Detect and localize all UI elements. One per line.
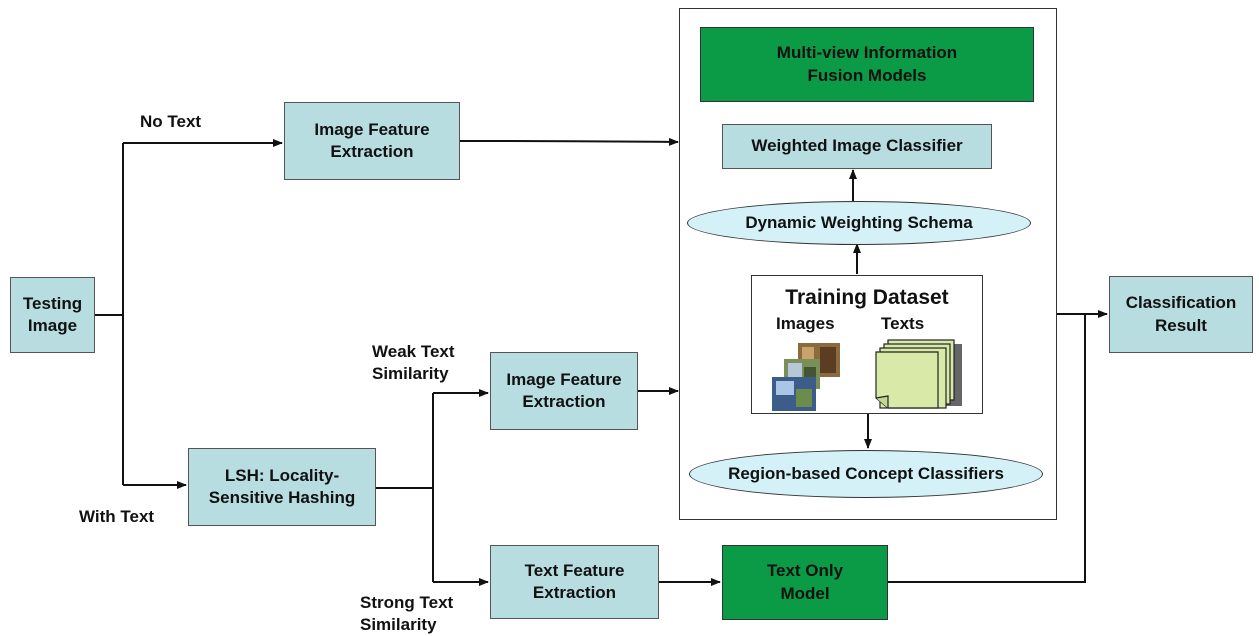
lsh-box: LSH: Locality- Sensitive Hashing [188, 448, 376, 526]
text-documents-icon [875, 339, 962, 409]
testing-image-box: Testing Image [10, 277, 95, 353]
image-thumbnails [772, 343, 840, 411]
label-weak-similarity: Weak Text Similarity [372, 342, 455, 384]
fusion-models-box: Multi-view Information Fusion Models [700, 27, 1034, 102]
text-feature-extraction: Text Feature Extraction [490, 545, 659, 619]
label-with-text: With Text [79, 507, 155, 526]
edge-imgfeat-top-to-fusion [459, 137, 679, 146]
image-feature-extraction-top: Image Feature Extraction [284, 102, 460, 180]
image-feature-extraction-mid: Image Feature Extraction [490, 352, 638, 430]
dynamic-weighting-schema: Dynamic Weighting Schema [687, 201, 1031, 245]
text-only-model: Text Only Model [722, 545, 888, 620]
training-dataset-title: Training Dataset [785, 286, 949, 309]
weighted-image-classifier: Weighted Image Classifier [722, 124, 992, 169]
texts-label: Texts [881, 314, 925, 333]
region-based-concept-classifiers: Region-based Concept Classifiers [689, 450, 1043, 498]
classification-result-box: Classification Result [1109, 276, 1253, 353]
edge-model-to-result [888, 314, 1086, 583]
training-dataset-box: Training Dataset Images Texts [751, 275, 983, 414]
images-label: Images [776, 314, 835, 333]
label-strong-similarity: Strong Text Similarity [360, 593, 454, 635]
label-no-text: No Text [140, 112, 202, 131]
